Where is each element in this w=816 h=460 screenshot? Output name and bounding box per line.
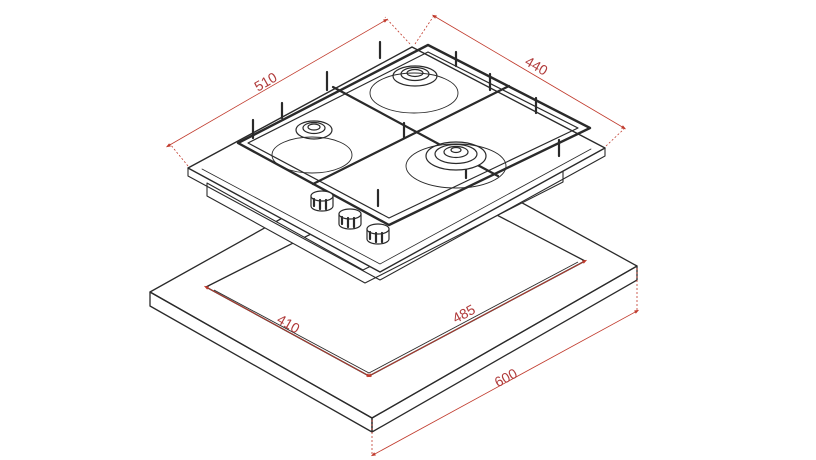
cutout-depth-dimension-line [203, 285, 372, 378]
control-knob [310, 190, 334, 212]
hob-width-label: 510 [251, 69, 279, 95]
extension-line [414, 13, 436, 45]
cutout-depth-label: 410 [274, 311, 302, 337]
countertop-front-face [149, 291, 373, 433]
large-wok-burner [405, 141, 507, 189]
countertop-side-face [371, 265, 638, 433]
hob-depth-label: 440 [522, 53, 550, 79]
extension-line [169, 143, 189, 167]
cutout-inner-edge [213, 261, 579, 374]
control-knob [338, 208, 362, 230]
extension-line [384, 16, 411, 45]
cutout-width-dimension-line [366, 259, 588, 378]
hob-width-dimension-line [165, 18, 389, 148]
dimensions [165, 13, 640, 457]
control-knob [366, 223, 390, 245]
hob-depth-dimension-line [431, 14, 627, 130]
extension-line [605, 127, 626, 147]
cutout-width-label: 485 [450, 301, 478, 326]
counter-width-dimension-line [370, 309, 640, 457]
counter-width-label: 600 [492, 365, 520, 390]
